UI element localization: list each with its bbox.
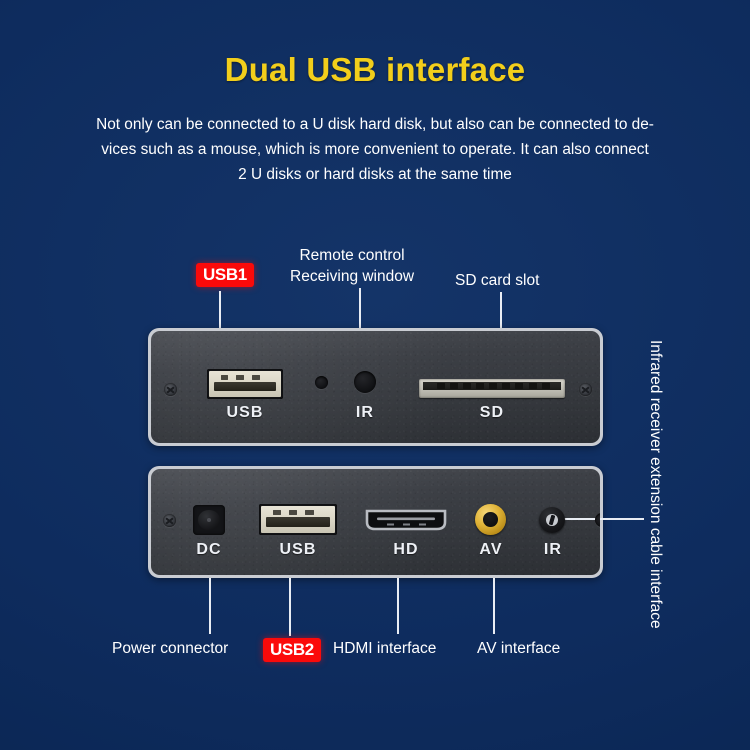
- status-led-hole: [315, 376, 328, 389]
- screw-icon: [164, 383, 177, 396]
- leader-line-infrared-cable: [560, 518, 644, 520]
- usb-pin: [272, 510, 281, 515]
- usb-pin: [252, 375, 261, 380]
- description-line-3: 2 U disks or hard disks at the same time: [238, 166, 512, 183]
- auxiliary-hole: [595, 513, 600, 527]
- leader-line-usb2: [289, 578, 291, 636]
- hdmi-interface-label: HDMI interface: [333, 640, 437, 657]
- dc-power-jack: [193, 505, 225, 535]
- hdmi-port: [363, 507, 449, 533]
- sd-pin: [515, 382, 524, 389]
- usb-pin: [220, 375, 229, 380]
- screw-icon: [163, 514, 176, 527]
- usb-port-interior: [261, 506, 335, 533]
- front-panel: USB IR SD: [148, 328, 603, 446]
- usb2-badge: USB2: [263, 638, 321, 662]
- ir-jack-core: [546, 514, 558, 526]
- rear-panel: DC USB HD: [148, 466, 603, 578]
- sd-pin: [449, 382, 458, 389]
- sd-pin: [528, 382, 537, 389]
- sd-pin: [436, 382, 445, 389]
- rear-panel-face: DC USB HD: [151, 469, 600, 575]
- sd-pin: [475, 382, 484, 389]
- front-panel-face: USB IR SD: [151, 331, 600, 443]
- leader-line-power-connector: [209, 578, 211, 634]
- screw-icon: [579, 383, 592, 396]
- sd-pin: [462, 382, 471, 389]
- dc-center-pin: [206, 517, 212, 523]
- rear-ir-caption: IR: [543, 541, 563, 558]
- av-interface-label: AV interface: [477, 640, 561, 657]
- rear-av-caption: AV: [479, 541, 503, 558]
- sd-card-slot: [419, 379, 565, 398]
- usb1-badge: USB1: [196, 263, 254, 287]
- usb-tongue: [266, 517, 330, 527]
- usb-tongue: [214, 381, 276, 391]
- rear-usb-caption: USB: [279, 541, 317, 558]
- page-title: Dual USB interface: [224, 51, 526, 88]
- leader-line-hdmi: [397, 578, 399, 634]
- rear-hdmi-caption: HD: [393, 541, 419, 558]
- remote-control-label-line-2: Receiving window: [290, 268, 415, 285]
- remote-control-label-line-1: Remote control: [299, 247, 405, 264]
- page-description: Not only can be connected to a U disk ha…: [29, 112, 721, 187]
- front-usb-caption: USB: [226, 404, 264, 421]
- power-connector-label: Power connector: [112, 640, 229, 657]
- sd-card-slot-label: SD card slot: [455, 272, 540, 289]
- leader-line-av: [493, 578, 495, 634]
- dc-jack-ring: [198, 509, 220, 531]
- usb-pin: [305, 510, 314, 515]
- front-usb-a-port: [207, 369, 283, 399]
- infrared-cable-label: Infrared receiver extension cable interf…: [647, 340, 664, 629]
- rear-dc-caption: DC: [196, 541, 222, 558]
- sd-pin: [541, 382, 550, 389]
- ir-receiver-window: [354, 371, 376, 393]
- sd-pin: [489, 382, 498, 389]
- usb-port-interior: [209, 371, 281, 397]
- av-jack-core: [483, 512, 498, 527]
- usb-pin: [236, 375, 245, 380]
- description-line-2: vices such as a mouse, which is more con…: [101, 141, 649, 158]
- sd-pin: [502, 382, 511, 389]
- av-rca-jack: [475, 504, 506, 535]
- description-line-1: Not only can be connected to a U disk ha…: [96, 116, 654, 133]
- usb-pin: [289, 510, 298, 515]
- front-sd-caption: SD: [479, 404, 505, 421]
- front-ir-caption: IR: [355, 404, 375, 421]
- rear-usb-a-port: [259, 504, 337, 535]
- ir-extension-jack: [539, 507, 565, 533]
- remote-control-label: Remote control Receiving window: [290, 245, 414, 287]
